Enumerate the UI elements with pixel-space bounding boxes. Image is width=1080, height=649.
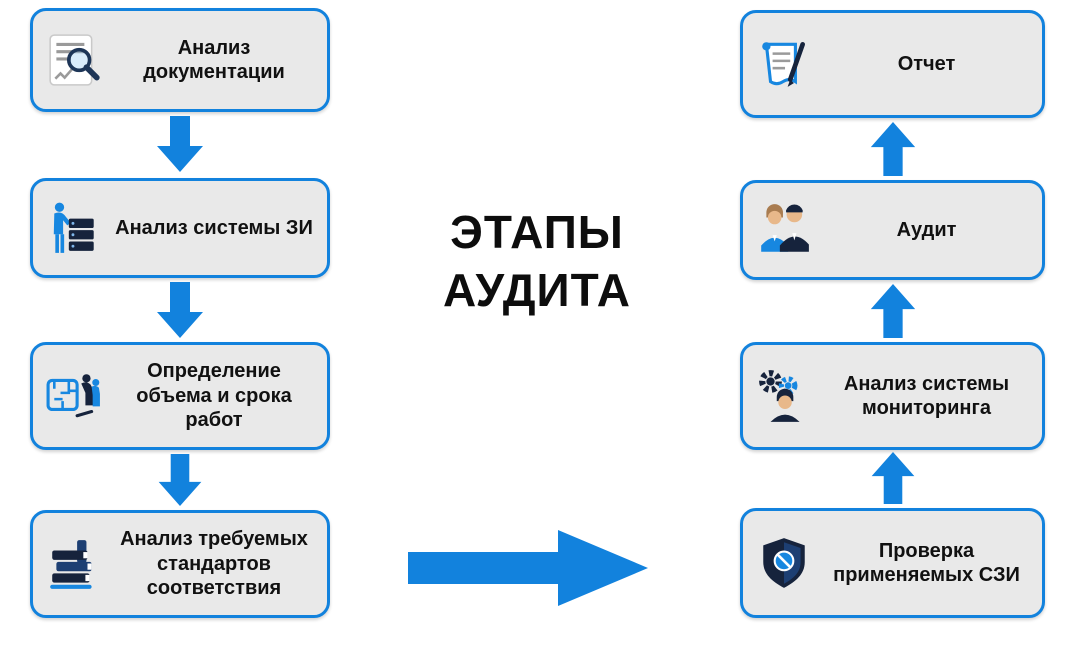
step-label: Определение объема и срока работ (136, 360, 292, 432)
step-report: Отчет (740, 10, 1045, 118)
diagram-title-line2: АУДИТА (442, 263, 631, 316)
step-audit: Аудит (740, 180, 1045, 280)
shield-check-icon (755, 534, 813, 592)
arrow-up-2 (870, 284, 916, 338)
step-label: Анализ требуемых стандартов соответствия (120, 528, 308, 600)
arrow-up-3 (870, 452, 916, 504)
step-label: Проверка применяемых СЗИ (833, 539, 1020, 586)
arrow-up-1 (870, 122, 916, 176)
step-scope-and-timeline: Определение объема и срока работ (30, 342, 330, 450)
arrow-down-1 (157, 116, 203, 172)
step-required-standards: Анализ требуемых стандартов соответствия (30, 510, 330, 618)
step-monitoring-system-analysis: Анализ системы мониторинга (740, 342, 1045, 450)
step-label: Аудит (896, 218, 957, 241)
person-server-icon (45, 199, 103, 257)
flow-arrow-right (408, 530, 648, 611)
step-analysis-documentation: Анализ документации (30, 8, 330, 112)
arrow-down-3 (157, 454, 203, 506)
arrow-down-2 (157, 282, 203, 338)
diagram-title-line1: ЭТАПЫ (450, 206, 624, 258)
step-analysis-zi-system: Анализ системы ЗИ (30, 178, 330, 278)
report-scroll-icon (755, 35, 813, 93)
step-label: Анализ документации (143, 36, 285, 83)
document-search-icon (45, 31, 103, 89)
gears-person-icon (755, 367, 813, 425)
step-label: Отчет (897, 52, 956, 75)
maze-planning-icon (45, 367, 103, 425)
auditors-people-icon (755, 201, 813, 259)
step-check-applied-szi: Проверка применяемых СЗИ (740, 508, 1045, 618)
books-stack-icon (45, 535, 103, 593)
step-label: Анализ системы ЗИ (115, 216, 313, 239)
diagram-title: ЭТАПЫ АУДИТА (392, 204, 682, 319)
step-label: Анализ системы мониторинга (843, 372, 1010, 419)
